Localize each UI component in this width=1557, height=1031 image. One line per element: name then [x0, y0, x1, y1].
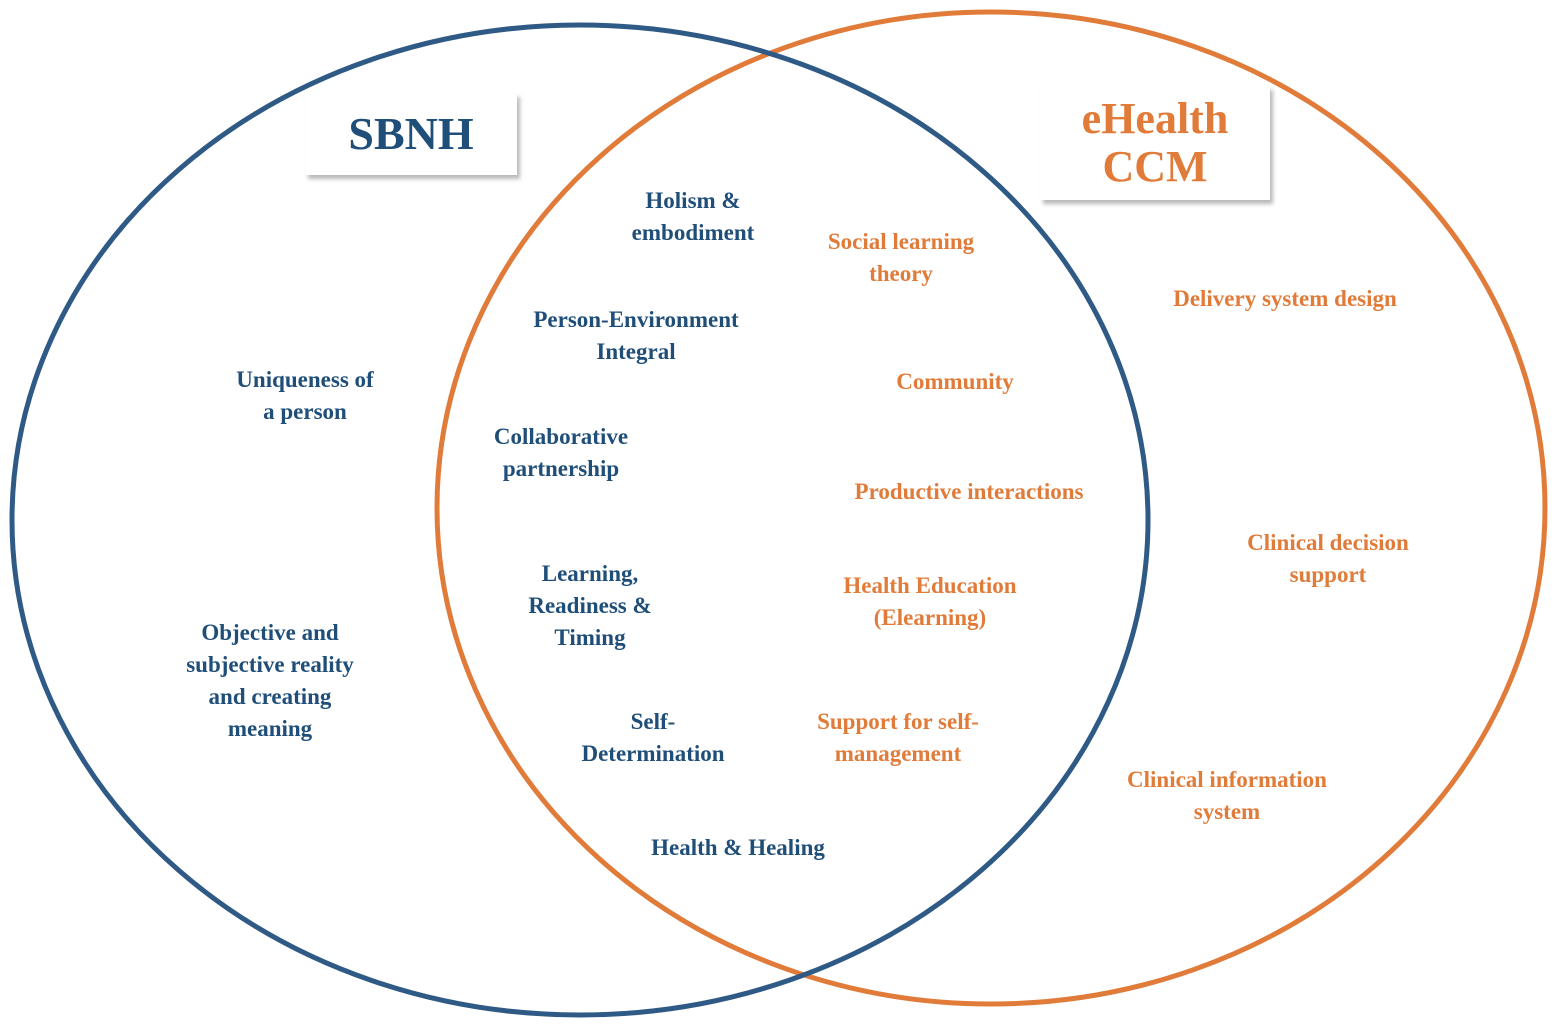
label-support-for-self-management: Support for self- management [817, 709, 979, 766]
label-social-learning-theory: Social learning theory [827, 229, 975, 286]
label-learning-readiness-timing: Learning, Readiness & Timing [528, 561, 652, 650]
label-productive-interactions: Productive interactions [854, 479, 1084, 504]
ehealth-title-box: eHealth CCM [1040, 86, 1270, 200]
label-community: Community [896, 369, 1014, 394]
label-delivery-system-design: Delivery system design [1173, 286, 1397, 311]
label-objective-subjective-reality: Objective and subjective reality and cre… [186, 620, 354, 741]
label-self-determination: Self- Determination [581, 709, 725, 766]
label-holism-embodiment: Holism & embodiment [631, 188, 755, 245]
sbnh-title: SBNH [348, 108, 474, 160]
label-collaborative-partnership: Collaborative partnership [493, 424, 629, 481]
label-person-environment-integral: Person-Environment Integral [533, 307, 739, 364]
label-clinical-information-system: Clinical information system [1127, 767, 1327, 824]
label-health-healing: Health & Healing [651, 835, 825, 860]
label-clinical-decision-support: Clinical decision support [1247, 530, 1409, 587]
sbnh-title-box: SBNH [305, 93, 517, 175]
ehealth-title: eHealth CCM [1081, 94, 1229, 191]
ehealth-circle [434, 9, 1548, 1007]
sbnh-circle [9, 22, 1151, 1018]
label-uniqueness-of-a-person: Uniqueness of a person [236, 367, 374, 424]
label-health-education-elearning: Health Education (Elearning) [843, 573, 1017, 630]
